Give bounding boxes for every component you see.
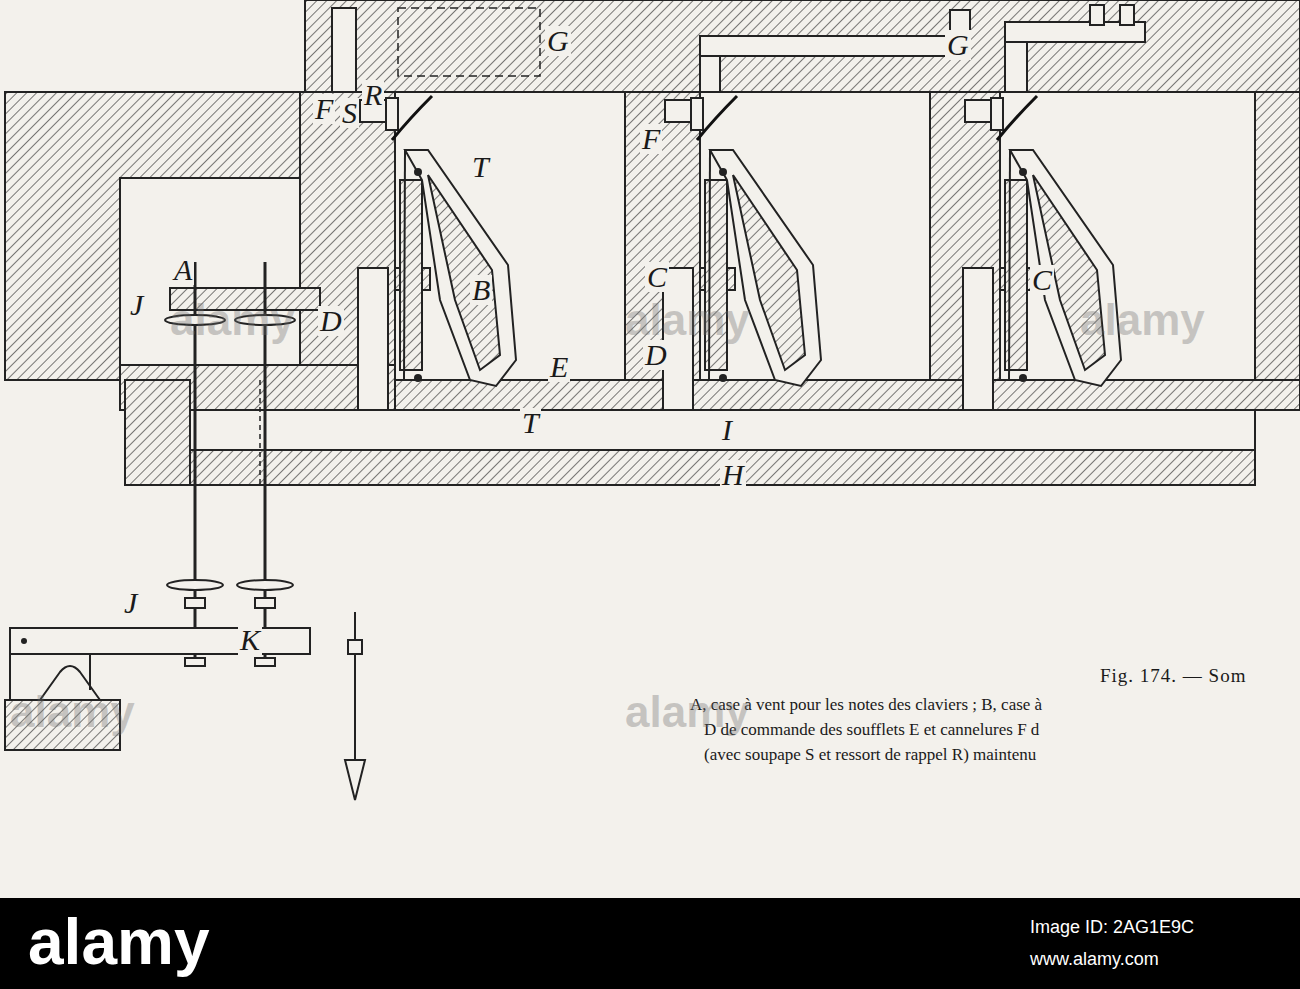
part-letter: B bbox=[470, 275, 492, 305]
part-letter: F bbox=[640, 124, 662, 154]
part-letter: D bbox=[643, 340, 669, 370]
watermark: alamy bbox=[625, 298, 750, 342]
part-letter: S bbox=[340, 98, 359, 128]
caption-line: D de commande des soufflets E et cannelu… bbox=[704, 721, 1039, 738]
watermark-logo: alamy bbox=[28, 910, 209, 974]
part-letter: T bbox=[520, 408, 541, 438]
part-letter: D bbox=[318, 306, 344, 336]
part-letter: R bbox=[362, 80, 384, 110]
part-letter: K bbox=[238, 625, 262, 655]
part-letter: C bbox=[1030, 265, 1054, 295]
figure-caption: Fig. 174. — Som bbox=[1100, 666, 1246, 685]
watermark-text: Image ID: 2AG1E9C bbox=[1030, 918, 1194, 936]
part-letter: J bbox=[122, 588, 139, 618]
watermark: alamy bbox=[625, 690, 750, 734]
part-letter: G bbox=[545, 26, 571, 56]
part-letter: E bbox=[548, 352, 570, 382]
caption-line: (avec soupape S et ressort de rappel R) … bbox=[704, 746, 1036, 763]
part-letter: H bbox=[720, 460, 746, 490]
watermark-text: www.alamy.com bbox=[1030, 950, 1159, 968]
part-letter: F bbox=[313, 94, 335, 124]
part-letter: T bbox=[470, 152, 491, 182]
watermark: alamy bbox=[1080, 298, 1205, 342]
part-letter: I bbox=[720, 415, 734, 445]
part-letter: G bbox=[945, 30, 971, 60]
part-letter: A bbox=[172, 255, 194, 285]
watermark: alamy bbox=[170, 298, 295, 342]
part-letter: C bbox=[645, 262, 669, 292]
watermark: alamy bbox=[10, 690, 135, 734]
part-letter: J bbox=[128, 290, 145, 320]
